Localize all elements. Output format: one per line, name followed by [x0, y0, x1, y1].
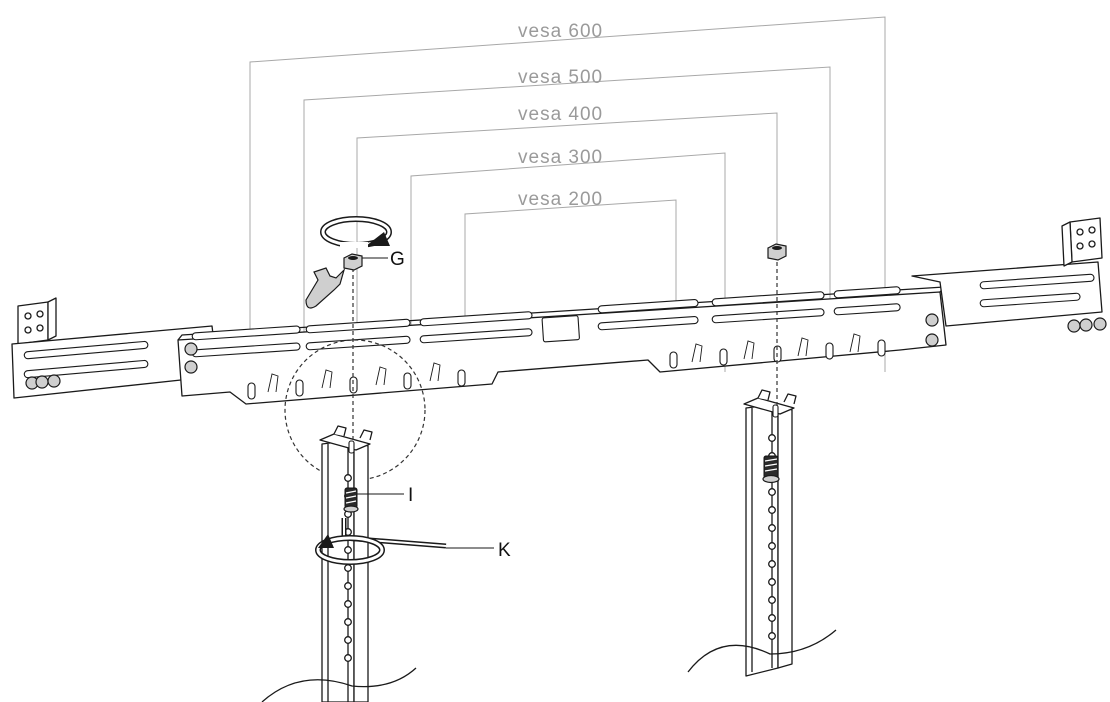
vesa-600-label: vesa 600 [518, 21, 603, 42]
detail-zoom-circle [284, 339, 426, 481]
callout-i-label: I [408, 485, 413, 506]
wrench-icon [305, 267, 346, 309]
right-post-bolt-icon [762, 455, 780, 484]
left-extension-arm [11, 297, 219, 399]
rotate-arrow-lower-icon [315, 534, 385, 565]
vesa-300-label: vesa 300 [518, 147, 603, 168]
vesa-200-bracket: vesa 200 [464, 189, 677, 378]
vesa-300-bracket: vesa 300 [410, 147, 726, 376]
callout-g-label: G [390, 249, 405, 270]
vesa-400-label: vesa 400 [518, 104, 603, 125]
right-extension-arm [911, 217, 1107, 333]
right-stand-post [687, 389, 837, 677]
callout-i: I [356, 485, 413, 506]
right-post-holes [768, 434, 776, 640]
callout-k-label: K [498, 540, 511, 561]
callout-k: K [446, 540, 511, 561]
hex-nut-icon [343, 253, 363, 271]
main-mounting-rail [177, 286, 947, 405]
vesa-500-bracket: vesa 500 [303, 66, 831, 372]
vesa-500-label: vesa 500 [518, 67, 603, 88]
rotate-arrow-icon [320, 216, 392, 248]
vesa-200-label: vesa 200 [518, 189, 603, 210]
callout-g: G [362, 249, 405, 270]
vesa-600-bracket: vesa 600 [249, 16, 886, 372]
right-hex-nut-icon [767, 243, 787, 261]
bolt-icon [343, 487, 359, 513]
rail-hook-tabs [267, 333, 861, 393]
